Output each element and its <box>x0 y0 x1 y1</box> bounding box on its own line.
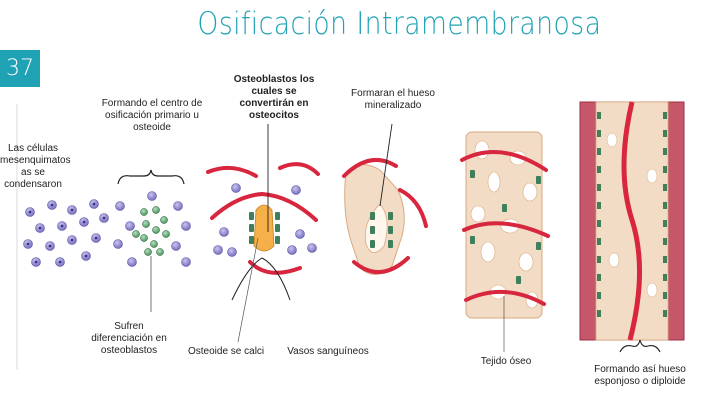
slide-title: Osificación Intramembranosa <box>197 6 602 42</box>
label-center: Formando el centro de osificación primar… <box>101 98 203 133</box>
stage-6-spongy-bone <box>579 101 685 353</box>
slide-divider <box>16 104 18 370</box>
label-spongy: Formando así hueso esponjoso o diploide <box>594 364 686 387</box>
label-osteoid: Osteoide se calci <box>188 346 265 357</box>
label-osteoblasts: Osteoblastos los cuales se convertirán e… <box>233 74 315 121</box>
label-condense: Las células mesenquimatos as se condensa… <box>0 143 71 190</box>
stage-4-mineralized-bone <box>342 123 428 275</box>
label-tissue: Tejido óseo <box>480 356 532 367</box>
label-differentiate: Sufren diferenciación en osteoblastos <box>91 321 167 356</box>
slide-number: 37 <box>0 50 40 87</box>
stage-1-mesenchymal-cells <box>23 199 109 267</box>
stage-2-ossification-center <box>113 169 191 312</box>
label-mineral: Formaran el hueso mineralizado <box>351 88 435 111</box>
stage-3-osteoid-formation <box>206 124 320 343</box>
stage-5-bone-tissue <box>460 131 550 352</box>
label-vessels: Vasos sanguíneos <box>287 346 369 357</box>
